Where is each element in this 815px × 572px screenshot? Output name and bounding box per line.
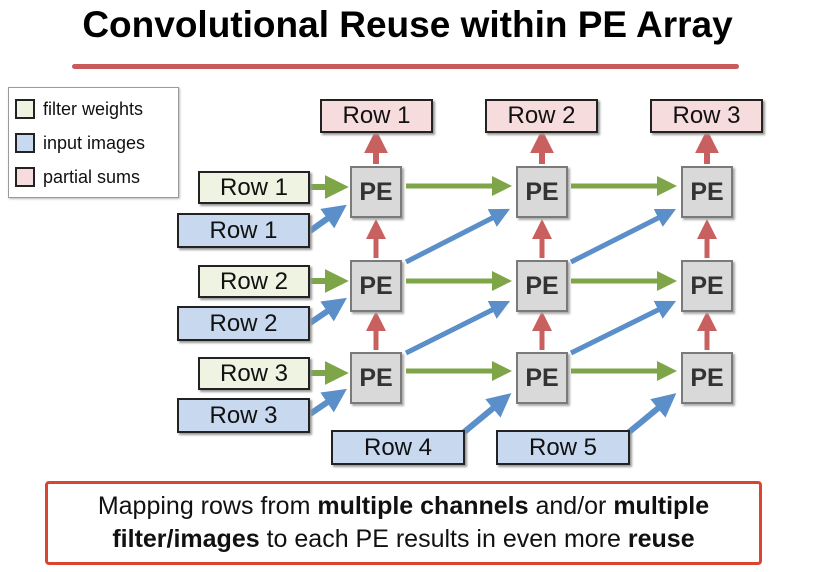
filter-row-1: Row 1 [198,171,310,204]
legend-label: partial sums [43,166,141,187]
summary-note: Mapping rows from multiple channels and/… [45,481,762,565]
note-text: to each PE results in even more [259,525,628,553]
note-text: Mapping rows from [97,492,318,520]
legend-item-input-images: input images [15,130,145,156]
pe-r2-c1: PE [350,260,402,312]
input-arrow [308,204,347,234]
legend-label: input images [43,132,146,153]
legend: filter weights input images partial sums [8,87,179,198]
legend-swatch-partial-sums [15,167,35,187]
pe-r3-c3: PE [681,352,733,404]
legend-label: filter weights [43,98,144,119]
filter-row-3: Row 3 [198,357,310,390]
pe-r1-c1: PE [350,166,402,218]
legend-item-partial-sums: partial sums [15,164,140,190]
pe-r2-c3: PE [681,260,733,312]
psum-row-2: Row 2 [485,99,598,133]
input-arrow [308,297,347,326]
psum-row-3: Row 3 [650,99,763,133]
title-underline [72,64,739,69]
pe-r3-c2: PE [516,352,568,404]
legend-swatch-filter-weights [15,99,35,119]
input-arrow [569,300,677,356]
pe-r3-c1: PE [350,352,402,404]
input-arrow [308,388,347,417]
input-arrow [626,393,677,436]
input-row-1: Row 1 [177,213,310,248]
diagram-title: Convolutional Reuse within PE Array [82,4,733,45]
pe-r2-c2: PE [516,260,568,312]
legend-item-filter-weights: filter weights [15,96,143,122]
input-row-5: Row 5 [496,430,630,465]
summary-text: Mapping rows from multiple channels and/… [98,490,709,556]
legend-swatch-input-images [15,133,35,153]
note-bold: filter/images [112,525,260,553]
note-text: and/or [528,492,614,520]
note-bold: reuse [627,525,695,553]
note-bold: multiple channels [317,492,529,520]
input-row-4: Row 4 [331,430,465,465]
psum-row-1: Row 1 [320,99,433,133]
note-bold: multiple [613,492,710,520]
input-arrow [461,393,512,436]
pe-r1-c2: PE [516,166,568,218]
input-arrow [404,300,511,356]
input-row-3: Row 3 [177,398,310,433]
pe-r1-c3: PE [681,166,733,218]
input-row-2: Row 2 [177,306,310,341]
filter-row-2: Row 2 [198,265,310,298]
input-arrow [404,208,511,265]
input-arrow [569,208,677,265]
